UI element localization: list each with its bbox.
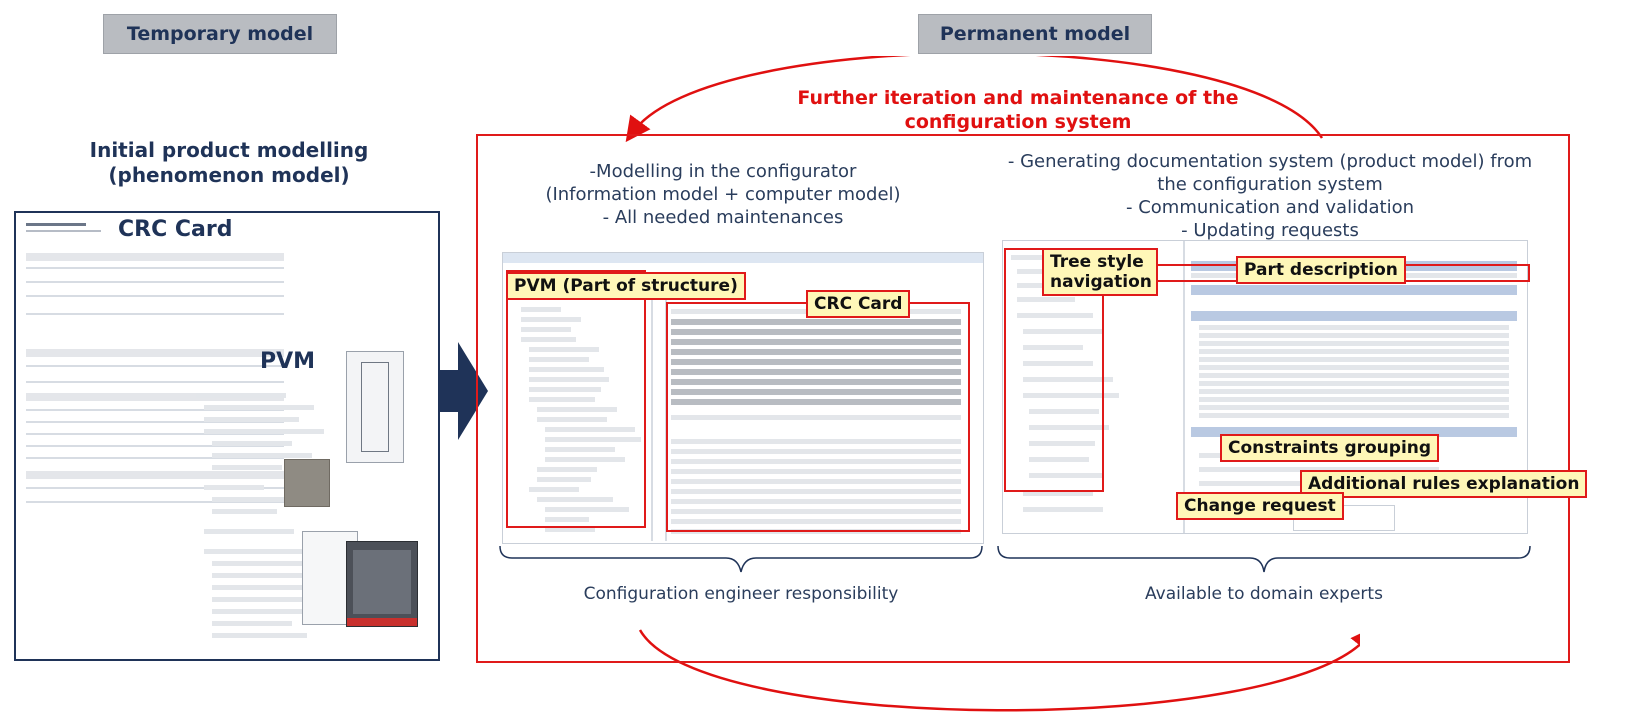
change-request-callout: Change request — [1176, 492, 1344, 520]
right-line-1: - Generating documentation system (produ… — [1007, 151, 1533, 172]
temporary-model-tag: Temporary model — [103, 14, 337, 54]
domain-experts-caption: Available to domain experts — [1145, 584, 1383, 604]
right-line-4: - Updating requests — [1181, 220, 1359, 241]
right-description: - Generating documentation system (produ… — [1000, 150, 1540, 242]
pvm-highlight-box — [506, 270, 646, 528]
constraints-grouping-callout: Constraints grouping — [1220, 434, 1440, 462]
additional-rules-callout: Additional rules explanation — [1300, 470, 1588, 498]
part-description-callout: Part description — [1236, 256, 1406, 284]
middle-description: -Modelling in the configurator (Informat… — [498, 160, 948, 229]
iteration-loop-arcs — [625, 56, 1360, 712]
pvm-tree-mock — [196, 393, 366, 653]
crc-card-doc-header — [26, 223, 106, 241]
left-title: Initial product modelling (phenomenon mo… — [89, 138, 369, 187]
crc-callout: CRC Card — [806, 290, 911, 318]
middle-line-3: - All needed maintenances — [602, 207, 844, 228]
brace-configuration — [499, 545, 983, 573]
tree-style-navigation-callout: Tree style navigation — [1042, 248, 1158, 296]
temporary-model-panel: CRC Card PVM — [14, 211, 440, 661]
crc-card-label: CRC Card — [118, 217, 233, 242]
right-line-2: the configuration system — [1157, 174, 1383, 195]
permanent-model-frame — [476, 134, 1570, 663]
transition-arrow-icon — [438, 342, 488, 440]
configuration-engineer-caption: Configuration engineer responsibility — [583, 584, 899, 604]
crc-card-document — [26, 253, 284, 653]
middle-line-2: (Information model + computer model) — [545, 184, 901, 205]
right-line-3: - Communication and validation — [1125, 197, 1415, 218]
pvm-callout: PVM (Part of structure) — [506, 272, 746, 300]
iteration-label: Further iteration and maintenance of the… — [797, 87, 1239, 133]
middle-line-1: -Modelling in the configurator — [589, 161, 857, 182]
filter-unit-photo — [346, 541, 418, 627]
crc-highlight-box — [666, 302, 970, 532]
equipment-photo-thumbnail — [284, 459, 330, 507]
unit-drawing-thumbnail — [346, 351, 404, 463]
brace-domain-experts — [997, 545, 1531, 573]
permanent-model-tag: Permanent model — [918, 14, 1152, 54]
pvm-label: PVM — [260, 349, 316, 374]
